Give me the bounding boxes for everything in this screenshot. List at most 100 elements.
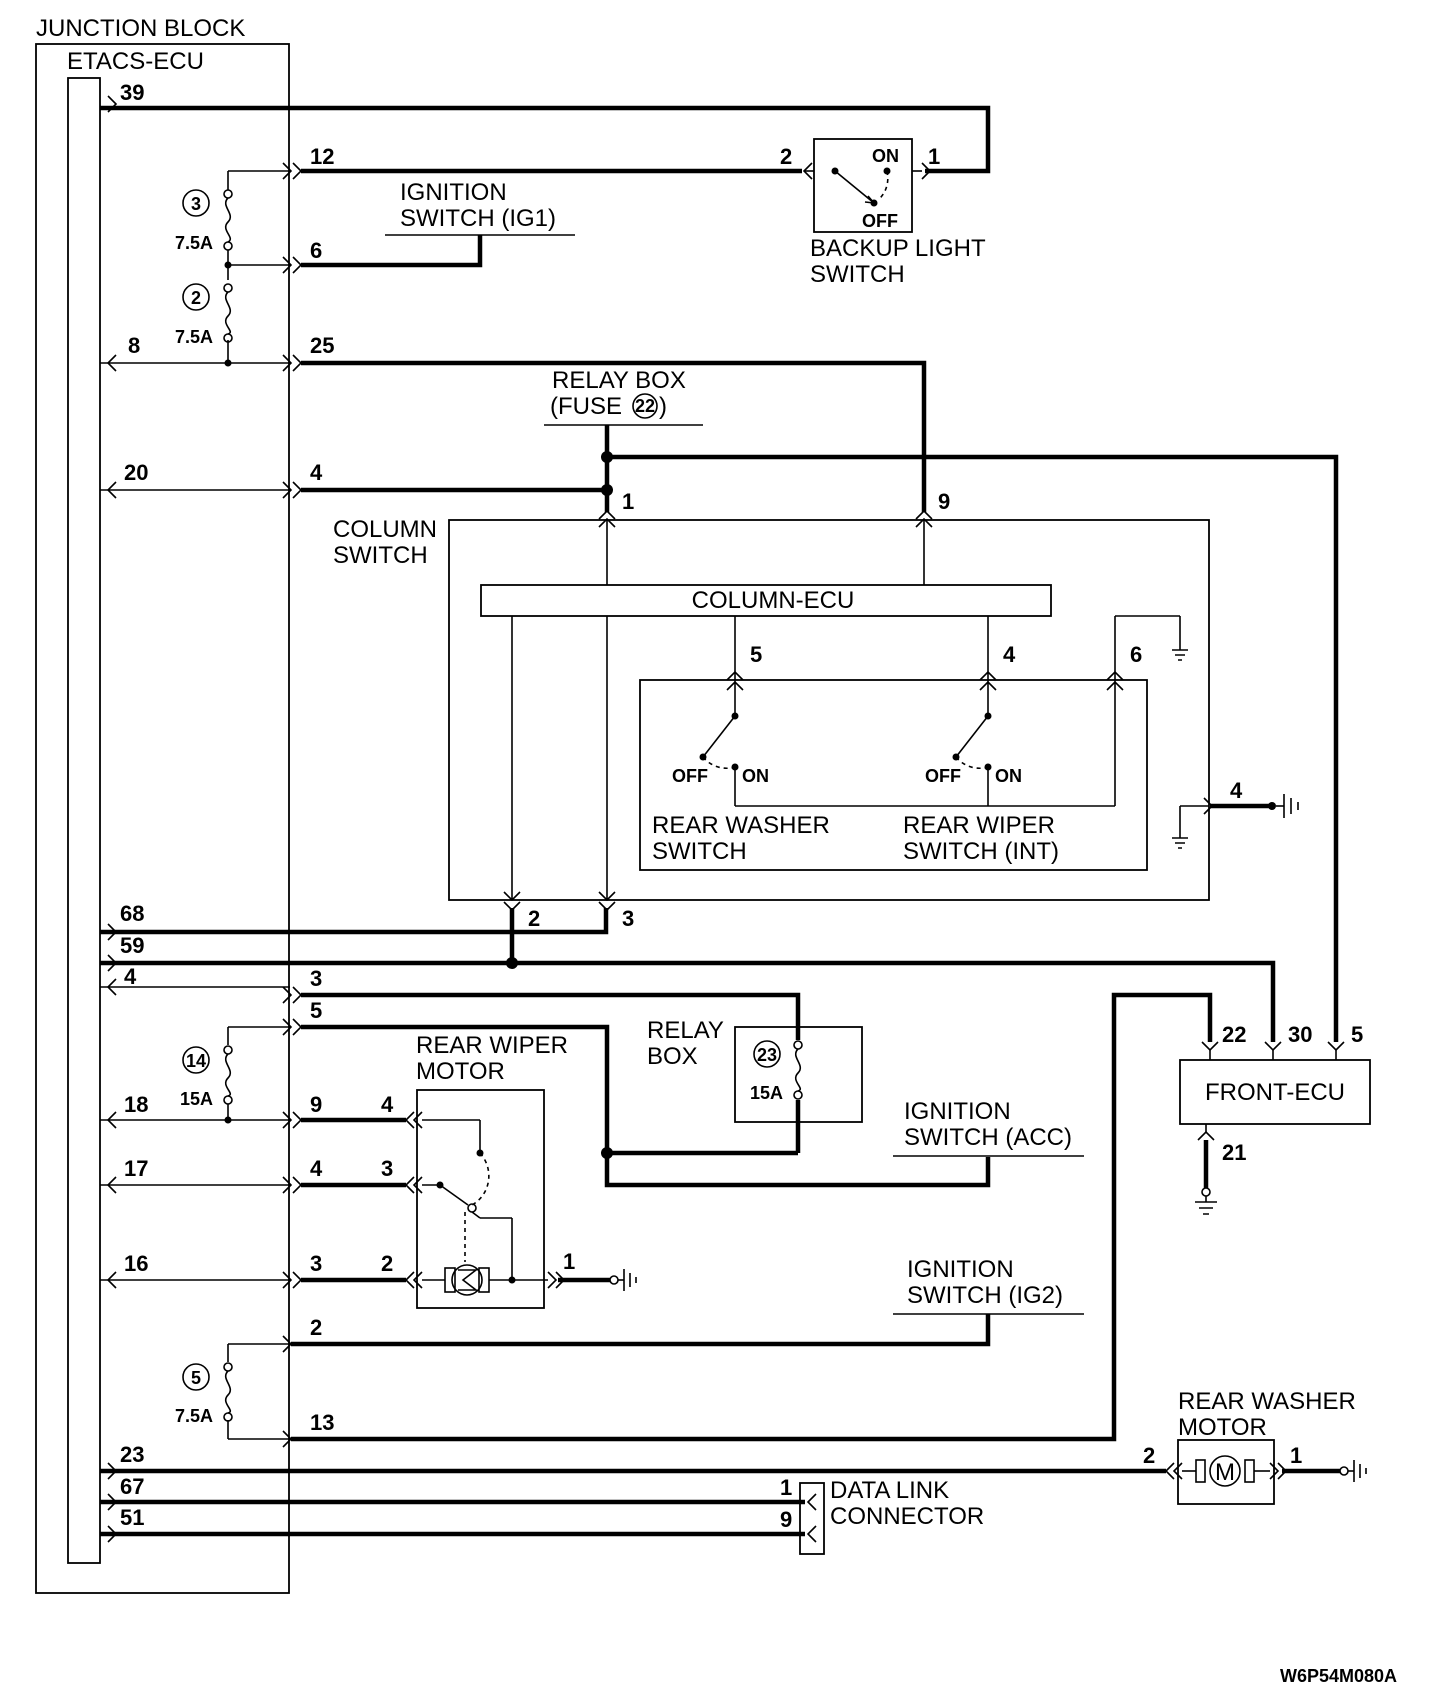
ignition-switch-ig2: IGNITION SWITCH (IG2)	[893, 1256, 1084, 1315]
rear-washer-motor-line2: MOTOR	[1178, 1414, 1267, 1441]
junction-block-label: JUNCTION BLOCK	[36, 15, 245, 42]
jpin-9: 9	[310, 1092, 322, 1117]
column-ecu-label: COLUMN-ECU	[692, 587, 855, 614]
wm-pin-3: 3	[381, 1156, 393, 1181]
etacs-ecu-outline	[67, 77, 101, 1564]
data-link-connector: 1 9 DATA LINK CONNECTOR	[780, 1475, 984, 1555]
fe-pin-22: 22	[1222, 1022, 1246, 1047]
rear-washer-motor-line1: REAR WASHER	[1178, 1388, 1356, 1415]
jpin-2: 2	[310, 1315, 322, 1340]
jpin-25: 25	[310, 333, 334, 358]
ign-acc-line1: IGNITION	[904, 1098, 1011, 1125]
ign-ig2-line1: IGNITION	[907, 1256, 1014, 1283]
pin-68: 68	[120, 901, 144, 926]
external-wires	[100, 105, 1340, 1537]
rwp-sw-on: ON	[995, 766, 1022, 786]
relay-box-fuse-num: 23	[757, 1045, 777, 1065]
rear-wiper-motor-line2: MOTOR	[416, 1058, 505, 1085]
ignition-switch-ig1: IGNITION SWITCH (IG1)	[385, 179, 575, 236]
fe-pin-5: 5	[1351, 1022, 1363, 1047]
pin-4: 4	[124, 964, 137, 989]
relay-fuse-line1: RELAY BOX	[552, 367, 686, 394]
junction-pin-numbers: 12 6 25 4 3 5 9 4 3 2 13	[310, 144, 334, 1435]
ign-ig1-line1: IGNITION	[400, 179, 507, 206]
jpin-4b: 4	[310, 1156, 323, 1181]
rear-washer-motor-m: M	[1215, 1459, 1235, 1486]
fuse-3: 3 7.5A	[175, 189, 233, 253]
backup-line1: BACKUP LIGHT	[810, 235, 986, 262]
cs-pin-4: 4	[1003, 642, 1016, 667]
fe-pin-30: 30	[1288, 1022, 1312, 1047]
bl-on: ON	[872, 146, 899, 166]
fuse-3-num: 3	[191, 194, 201, 214]
relay-box-line2: BOX	[647, 1043, 698, 1070]
cs-pin-4-ground: 4	[1230, 778, 1243, 803]
relay-fuse-line2b: )	[659, 393, 667, 420]
fuse-14-amp: 15A	[180, 1089, 213, 1109]
column-line1: COLUMN	[333, 516, 437, 543]
pin-8: 8	[128, 333, 140, 358]
junction-nodes	[506, 451, 613, 1159]
backup-line2: SWITCH	[810, 261, 905, 288]
dl-pin-9: 9	[780, 1507, 792, 1532]
cs-pin-5: 5	[750, 642, 762, 667]
relay-box-23: RELAY BOX 23 15A	[647, 1017, 863, 1123]
junction-block-outline	[35, 43, 290, 1594]
cs-pin-6: 6	[1130, 642, 1142, 667]
data-link-line1: DATA LINK	[830, 1477, 949, 1504]
pin-39: 39	[120, 80, 144, 105]
ign-ig1-line2: SWITCH (IG1)	[400, 205, 556, 232]
pin-16: 16	[124, 1251, 148, 1276]
jpin-12: 12	[310, 144, 334, 169]
pin-18: 18	[124, 1092, 148, 1117]
backup-light-switch: 2 1 ON OFF BACKUP LIGHT SWITCH	[780, 138, 986, 288]
cs-pin-3: 3	[622, 906, 634, 931]
jpin-5: 5	[310, 998, 322, 1023]
jpin-13: 13	[310, 1410, 334, 1435]
fuse-14: 14 15A	[180, 1045, 233, 1109]
relay-box-fuse-22: RELAY BOX (FUSE 22 )	[544, 367, 703, 426]
relay-fuse-line2a: (FUSE	[550, 393, 622, 420]
cs-pin-1: 1	[622, 489, 634, 514]
rw-pin-2: 2	[1143, 1443, 1155, 1468]
rw-pin-1: 1	[1290, 1443, 1302, 1468]
rw-sw-off: OFF	[672, 766, 708, 786]
fuse-5-num: 5	[191, 1368, 201, 1388]
front-ecu-label: FRONT-ECU	[1205, 1079, 1345, 1106]
data-link-line2: CONNECTOR	[830, 1503, 984, 1530]
ignition-switch-acc: IGNITION SWITCH (ACC)	[893, 1098, 1084, 1157]
wm-pin-4: 4	[381, 1092, 394, 1117]
jpin-3b: 3	[310, 1251, 322, 1276]
rear-wiper-motor: REAR WIPER MOTOR 4 3 2 1	[381, 1032, 637, 1309]
relay-fuse-num: 22	[635, 396, 655, 416]
cs-pin-2: 2	[528, 906, 540, 931]
rear-washer-sw-line2: SWITCH	[652, 838, 747, 865]
rear-washer-motor: REAR WASHER MOTOR 2 1 M	[1143, 1388, 1367, 1505]
wm-pin-2: 2	[381, 1251, 393, 1276]
relay-box-fuse-amp: 15A	[750, 1083, 783, 1103]
rw-sw-on: ON	[742, 766, 769, 786]
etacs-pin-numbers: 39 8 20 68 59 4 18 17 16 23 67 51	[120, 80, 148, 1530]
rear-wiper-sw-line1: REAR WIPER	[903, 812, 1055, 839]
bl-pin-2: 2	[780, 144, 792, 169]
pin-51: 51	[120, 1505, 144, 1530]
fuse-2: 2 7.5A	[175, 283, 233, 347]
bl-off: OFF	[862, 211, 898, 231]
pin-23: 23	[120, 1442, 144, 1467]
fuse-3-amp: 7.5A	[175, 233, 213, 253]
junction-internal-wiring	[100, 170, 290, 1440]
jpin-3a: 3	[310, 966, 322, 991]
pin-67: 67	[120, 1474, 144, 1499]
ign-acc-line2: SWITCH (ACC)	[904, 1124, 1072, 1151]
fuse-2-amp: 7.5A	[175, 327, 213, 347]
fuse-2-num: 2	[191, 288, 201, 308]
rear-wiper-sw-line2: SWITCH (INT)	[903, 838, 1059, 865]
figure-code: W6P54M080A	[1280, 1666, 1397, 1686]
front-ecu: FRONT-ECU 22 30 5 21	[1179, 1022, 1371, 1215]
fuse-5: 5 7.5A	[175, 1362, 233, 1426]
ign-ig2-line2: SWITCH (IG2)	[907, 1282, 1063, 1309]
etacs-ecu-label: ETACS-ECU	[67, 48, 204, 75]
jpin-6: 6	[310, 238, 322, 263]
bl-pin-1: 1	[928, 144, 940, 169]
